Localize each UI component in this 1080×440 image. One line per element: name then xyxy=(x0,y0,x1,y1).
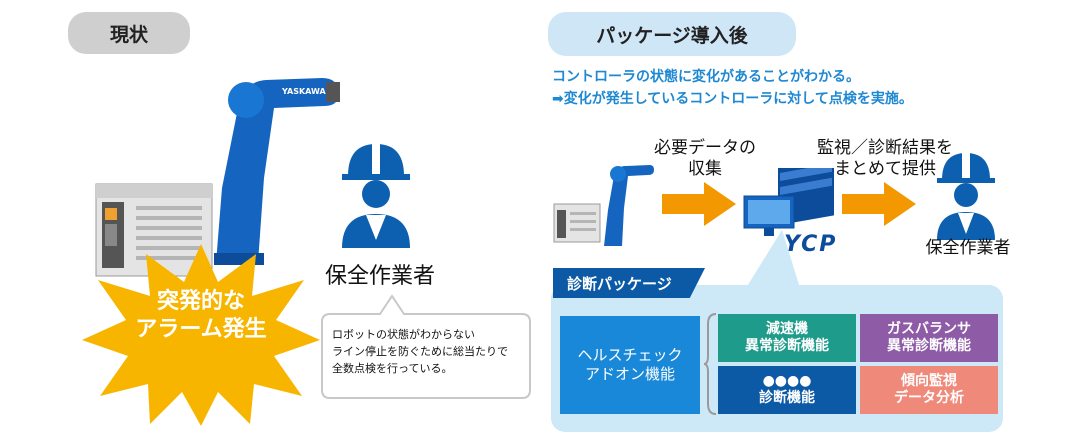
box-line-1: ●●●● xyxy=(762,372,812,389)
step1-line-2: 収集 xyxy=(688,159,722,180)
small-robot-arm-icon xyxy=(604,165,654,246)
alarm-burst-text: 突発的な アラーム発生 xyxy=(78,288,324,343)
addon-line-1: ヘルスチェック xyxy=(577,346,683,365)
worker-icon xyxy=(342,144,410,248)
healthcheck-addon-box: ヘルスチェック アドオン機能 xyxy=(560,316,700,414)
step1-line-1: 必要データの xyxy=(654,138,756,158)
bubble-text: ロボットの状態がわからない ライン停止を防ぐために総当たりで 全数点検を行ってい… xyxy=(332,326,532,377)
after-package-title: パッケージ導入後 xyxy=(548,12,796,56)
robot-brand-label: YASKAWA xyxy=(281,87,326,96)
reducer-diagnosis-box: 減速機 異常診断機能 xyxy=(718,314,856,362)
arrow-provide-icon xyxy=(842,182,916,226)
worker-label-left: 保全作業者 xyxy=(324,264,435,289)
box-line-2: データ分析 xyxy=(894,390,964,406)
controller-cabinet-icon xyxy=(95,183,213,277)
alarm-burst-icon xyxy=(82,244,320,426)
step2-line-2: まとめて提供 xyxy=(834,159,936,180)
step1-label: 必要データの 収集 xyxy=(640,138,770,181)
brace-icon xyxy=(703,313,717,415)
worker-icon-right xyxy=(937,153,995,240)
robot-arm-icon: YASKAWA xyxy=(214,78,340,265)
box-line-2: 異常診断機能 xyxy=(887,338,971,354)
worker-label-right: 保全作業者 xyxy=(925,238,1011,258)
addon-line-2: アドオン機能 xyxy=(584,365,675,383)
box-line-1: 減速機 xyxy=(766,320,808,337)
generic-diagnosis-box: ●●●● 診断機能 xyxy=(718,366,856,414)
small-controller-icon xyxy=(553,203,601,243)
arrow-collect-icon xyxy=(662,182,736,226)
current-state-title: 現状 xyxy=(68,12,190,54)
step2-line-1: 監視／診断結果を xyxy=(817,138,953,158)
subtitle-line-2: ➡変化が発生しているコントローラに対して点検を実施。 xyxy=(552,91,913,107)
bubble-line-2: ライン停止を防ぐために総当たりで xyxy=(332,345,508,359)
trend-monitoring-box: 傾向監視 データ分析 xyxy=(860,366,998,414)
subtitle-line-1: コントローラの状態に変化があることがわかる。 xyxy=(552,69,860,85)
gas-balancer-diagnosis-box: ガスバランサ 異常診断機能 xyxy=(860,314,998,362)
box-line-2: 診断機能 xyxy=(759,390,815,406)
diagnosis-package-tab: 診断パッケージ xyxy=(553,268,705,298)
bubble-line-1: ロボットの状態がわからない xyxy=(332,328,475,341)
burst-line-2: アラーム発生 xyxy=(135,316,267,342)
server-monitor-icon xyxy=(743,168,834,236)
bubble-line-3: 全数点検を行っている。 xyxy=(332,362,453,376)
speech-bubble xyxy=(321,294,531,399)
box-line-2: 異常診断機能 xyxy=(745,338,829,354)
box-line-1: 傾向監視 xyxy=(901,372,957,389)
ycp-logo: YCP xyxy=(784,232,838,257)
step2-label: 監視／診断結果を まとめて提供 xyxy=(800,138,970,181)
burst-line-1: 突発的な xyxy=(156,289,245,314)
callout-wedge xyxy=(746,230,800,288)
box-line-1: ガスバランサ xyxy=(887,320,971,337)
